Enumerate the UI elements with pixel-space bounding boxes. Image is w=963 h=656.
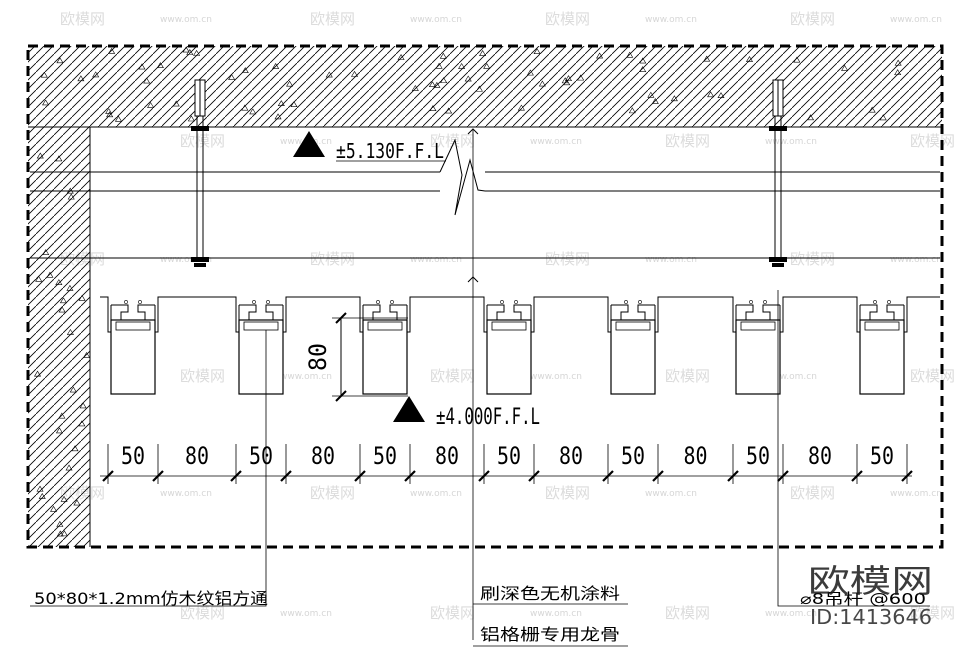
brand-watermark: 欧模网 ID:1413646 xyxy=(808,562,933,629)
watermark-site: www.om.cn xyxy=(410,489,462,499)
concrete-speckles xyxy=(34,46,902,537)
hanger-rods xyxy=(191,79,787,267)
watermark-brand: 欧模网 xyxy=(545,250,590,268)
level-marker-bottom: ±4.000F.F.L xyxy=(393,396,540,430)
hanger-rod-note: ⌀8吊杆 @600 xyxy=(800,590,926,608)
watermark-brand: 欧模网 xyxy=(665,132,710,150)
dim-tick xyxy=(478,470,490,482)
level-bottom-label: ±4.000F.F.L xyxy=(436,405,540,430)
dim-width-label: 80 xyxy=(559,442,583,470)
level-lines xyxy=(30,138,940,259)
watermark-brand: 欧模网 xyxy=(545,484,590,502)
watermark-brand: 欧模网 xyxy=(430,604,475,622)
watermark-brand: 欧模网 xyxy=(430,132,475,150)
watermark-brand: 欧模网 xyxy=(430,367,475,385)
aluminum-tube-note: 50*80*1.2mm仿木纹铝方通 xyxy=(34,589,268,608)
dim-tick xyxy=(652,470,664,482)
level-top-label: ±5.130F.F.L xyxy=(336,139,444,163)
watermark-brand: 欧模网 xyxy=(790,10,835,28)
paint-note: 刷深色无机涂料 xyxy=(480,584,620,603)
level-marker-top: ±5.130F.F.L xyxy=(293,131,446,163)
watermark-site: www.om.cn xyxy=(160,489,212,499)
dim-width-label: 50 xyxy=(870,442,894,470)
watermark-site: www.om.cn xyxy=(765,372,817,382)
dim-tick xyxy=(528,470,540,482)
watermark-brand: 欧模网 xyxy=(310,484,355,502)
watermark-brand: 欧模网 xyxy=(60,10,105,28)
dim-width-label: 80 xyxy=(808,442,832,470)
dim-width-label: 50 xyxy=(746,442,770,470)
watermark-brand: 欧模网 xyxy=(910,604,955,622)
dim-tick xyxy=(901,470,913,482)
dim-tick xyxy=(354,470,366,482)
watermark-site: www.om.cn xyxy=(645,15,697,25)
watermark-brand: 欧模网 xyxy=(910,132,955,150)
watermark-site: www.om.cn xyxy=(160,255,212,265)
watermark-site: www.om.cn xyxy=(765,137,817,147)
watermark-site: www.om.cn xyxy=(280,609,332,619)
watermark-site: www.om.cn xyxy=(530,137,582,147)
watermark-brand: 欧模网 xyxy=(180,604,225,622)
watermark-brand: 欧模网 xyxy=(665,604,710,622)
grille-keel xyxy=(100,296,940,395)
watermark-site: www.om.cn xyxy=(280,372,332,382)
watermark-brand: 欧模网 xyxy=(790,250,835,268)
level-triangle-icon xyxy=(393,396,425,422)
dim-tick xyxy=(152,470,164,482)
dim-width-label: 80 xyxy=(684,442,708,470)
dim-tick xyxy=(727,470,739,482)
watermark-layer: 欧模网 www.om.cn 欧模网 www.om.cn 欧模网 www.om.cn 欧模网 w… xyxy=(60,10,955,622)
dim-width-label: 80 xyxy=(311,442,335,470)
watermark-brand: 欧模网 xyxy=(310,250,355,268)
brand-logo-text: 欧模网 xyxy=(808,562,933,600)
dim-width-label: 50 xyxy=(497,442,521,470)
dim-width-label: 50 xyxy=(621,442,645,470)
dim-tick xyxy=(280,470,292,482)
dim-tick xyxy=(404,470,416,482)
watermark-site: www.om.cn xyxy=(530,609,582,619)
dim-tick xyxy=(102,470,114,482)
dim-tick xyxy=(230,470,242,482)
dim-tick xyxy=(777,470,789,482)
slab-edges xyxy=(28,126,942,547)
keel-note: 铝格栅专用龙骨 xyxy=(480,625,620,644)
watermark-brand: 欧模网 xyxy=(180,367,225,385)
model-id-label: ID:1413646 xyxy=(810,605,932,629)
axis-arrow-mid xyxy=(467,276,479,283)
dim-width-label: 50 xyxy=(249,442,273,470)
section-boundary xyxy=(26,44,944,549)
leader-lines xyxy=(30,290,930,647)
watermark-brand: 欧模网 xyxy=(790,484,835,502)
height-dimension: 80 xyxy=(304,312,408,402)
watermark-site: www.om.cn xyxy=(530,372,582,382)
watermark-site: www.om.cn xyxy=(765,609,817,619)
watermark-site: www.om.cn xyxy=(890,15,942,25)
height-dim-label: 80 xyxy=(304,343,332,371)
level-triangle-icon xyxy=(293,131,325,157)
watermark-brand: 欧模网 xyxy=(545,10,590,28)
dim-tick xyxy=(851,470,863,482)
watermark-site: www.om.cn xyxy=(890,489,942,499)
watermark-brand: 欧模网 xyxy=(665,367,710,385)
dim-tick xyxy=(602,470,614,482)
watermark-site: www.om.cn xyxy=(160,15,212,25)
dim-width-label: 80 xyxy=(185,442,209,470)
watermark-site: www.om.cn xyxy=(410,15,462,25)
watermark-site: www.om.cn xyxy=(890,255,942,265)
watermark-site: www.om.cn xyxy=(645,489,697,499)
axis-arrow-top xyxy=(467,128,479,135)
concrete-slab xyxy=(28,46,942,547)
dim-width-label: 50 xyxy=(121,442,145,470)
dim-width-label: 80 xyxy=(435,442,459,470)
watermark-site: www.om.cn xyxy=(645,255,697,265)
width-dimension-chain: 50 80 50 80 50 80 50 80 50 80 50 80 50 xyxy=(100,442,913,484)
dim-width-label: 50 xyxy=(373,442,397,470)
watermark-brand: 欧模网 xyxy=(310,10,355,28)
watermark-brand: 欧模网 xyxy=(910,367,955,385)
watermark-site: www.om.cn xyxy=(410,255,462,265)
